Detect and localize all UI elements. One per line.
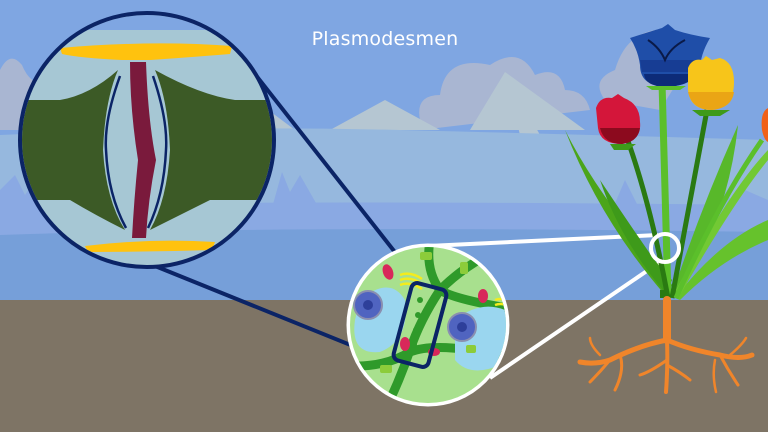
middle-lamella bbox=[85, 240, 215, 252]
tulip-plant bbox=[565, 24, 768, 394]
middle-lamella bbox=[60, 43, 232, 60]
cell-wall-left bbox=[22, 70, 125, 230]
yellow-tulip-icon bbox=[688, 56, 734, 116]
plasmodesma-magnifier bbox=[18, 11, 276, 269]
roots bbox=[577, 296, 755, 394]
cell-magnifier bbox=[346, 243, 510, 407]
plasmodesmata-selection bbox=[391, 281, 449, 369]
red-tulip-icon bbox=[596, 94, 641, 150]
plant-magnifier-ring bbox=[649, 232, 681, 264]
orange-tulip-icon bbox=[761, 108, 768, 142]
desmotubule bbox=[130, 62, 156, 238]
zoom-connector-light bbox=[427, 233, 662, 380]
cell-wall-right bbox=[150, 70, 272, 230]
page-title: Plasmodesmen bbox=[311, 28, 459, 50]
